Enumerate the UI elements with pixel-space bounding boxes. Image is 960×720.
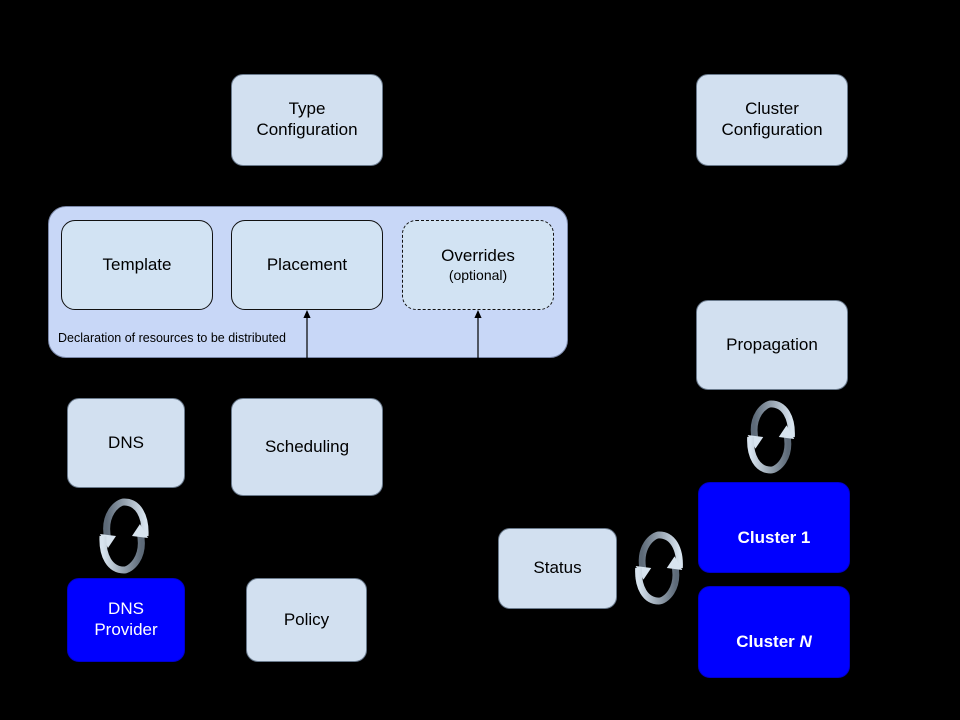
node-placement[interactable]: Placement	[231, 220, 383, 310]
node-propagation-label: Propagation	[726, 334, 818, 354]
node-dns-provider-label: DNS Provider	[94, 599, 158, 639]
node-cluster-1-label: Cluster 1	[738, 507, 811, 548]
node-cluster-1-prefix: Cluster	[737, 527, 801, 547]
node-cluster-n-prefix: Cluster	[736, 632, 800, 651]
node-overrides-sublabel: (optional)	[448, 266, 508, 283]
node-cluster-n[interactable]: Cluster N	[698, 586, 850, 678]
node-status-label: Status	[533, 558, 582, 578]
node-overrides[interactable]: Overrides (optional)	[402, 220, 554, 310]
node-scheduling[interactable]: Scheduling	[231, 398, 383, 496]
node-status[interactable]: Status	[498, 528, 617, 609]
sync-arrows-icon-propagation	[736, 396, 806, 478]
node-cluster-configuration-label: Cluster Configuration	[721, 99, 823, 139]
node-overrides-label: Overrides	[441, 246, 515, 266]
node-cluster-configuration[interactable]: Cluster Configuration	[696, 74, 848, 166]
node-type-configuration-label: Type Configuration	[256, 99, 358, 139]
node-cluster-n-label: Cluster N	[736, 611, 812, 652]
node-cluster-1[interactable]: Cluster 1	[698, 482, 850, 573]
node-dns-provider[interactable]: DNS Provider	[67, 578, 185, 662]
node-template[interactable]: Template	[61, 220, 213, 310]
node-placement-label: Placement	[266, 254, 348, 274]
node-type-configuration[interactable]: Type Configuration	[231, 74, 383, 166]
node-template-label: Template	[102, 254, 172, 274]
node-policy[interactable]: Policy	[246, 578, 367, 662]
node-policy-label: Policy	[283, 609, 330, 629]
sync-arrows-icon-dns	[88, 496, 160, 576]
node-dns-label: DNS	[108, 432, 144, 452]
node-propagation[interactable]: Propagation	[696, 300, 848, 390]
node-scheduling-label: Scheduling	[264, 436, 350, 456]
sync-arrows-icon-status	[624, 527, 694, 609]
node-dns[interactable]: DNS	[67, 398, 185, 488]
node-cluster-1-index: 1	[800, 527, 811, 547]
group-caption: Declaration of resources to be distribut…	[58, 331, 286, 345]
node-cluster-n-index: N	[799, 632, 812, 651]
